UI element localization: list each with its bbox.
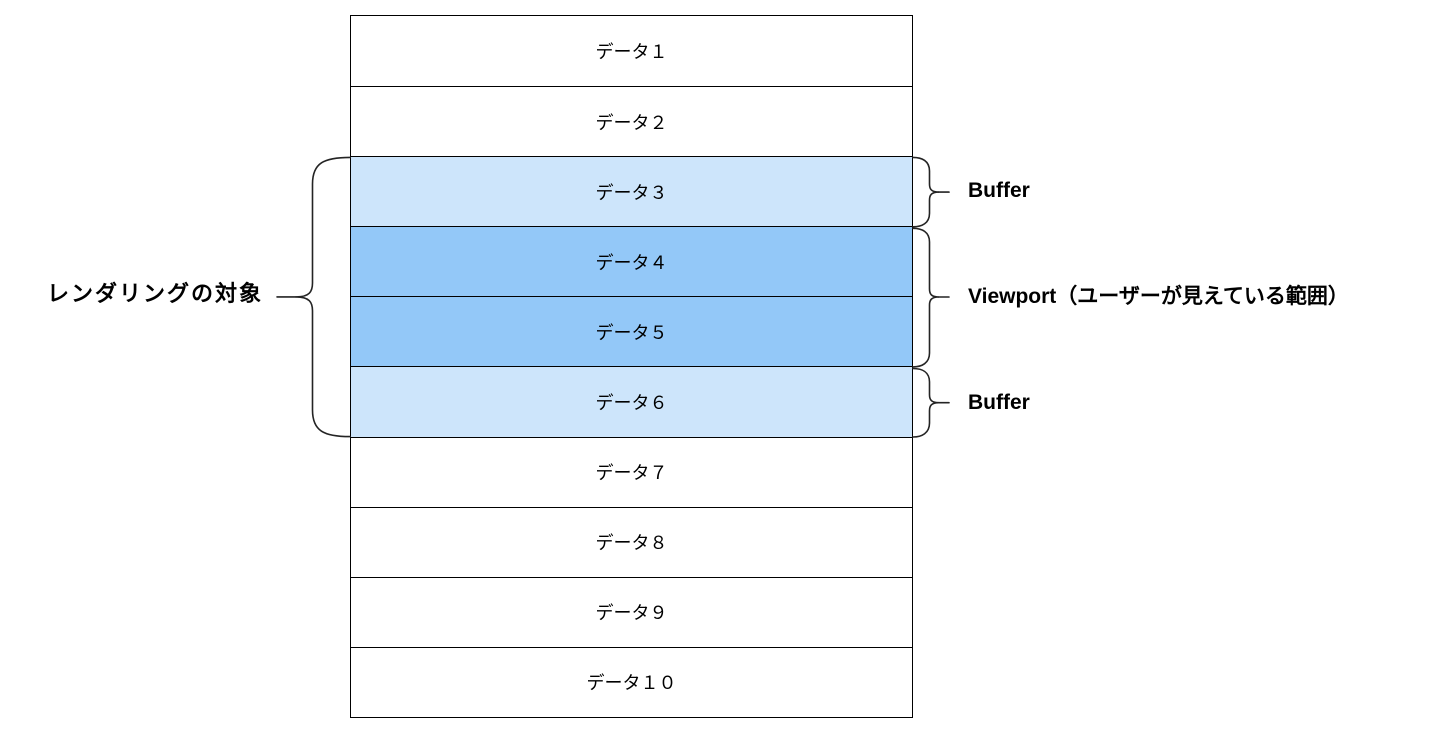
right-brace-buffer-bottom [912, 367, 940, 438]
list-item: データ９ [351, 576, 912, 647]
row-label: データ９ [595, 603, 668, 624]
row-label: データ６ [595, 393, 668, 414]
row-label: データ１ [595, 42, 668, 63]
list-item: データ６ [351, 366, 912, 437]
row-label: データ２ [595, 112, 668, 133]
list-item: データ３ [351, 156, 912, 227]
row-label: データ１０ [586, 673, 677, 694]
viewport-label: Viewport（ユーザーが見えている範囲） [968, 285, 1349, 308]
row-label: データ７ [595, 463, 668, 484]
list-item: データ４ [351, 226, 912, 297]
list-item: データ７ [351, 436, 912, 507]
list-item: データ８ [351, 506, 912, 577]
row-label: データ５ [595, 322, 668, 343]
row-label: データ８ [595, 533, 668, 554]
buffer-top-label: Buffer [968, 179, 1030, 202]
buffer-bottom-label: Buffer [968, 391, 1030, 414]
list-item: データ５ [351, 296, 912, 367]
row-label: データ３ [595, 182, 668, 203]
left-brace [295, 156, 351, 438]
rendering-target-label: レンダリングの対象 [46, 281, 263, 306]
list-item: データ２ [351, 86, 912, 157]
right-brace-buffer-top [912, 156, 940, 228]
data-list: データ１ データ２ データ３ データ４ データ５ データ６ データ７ データ８ データ９ データ１… [350, 15, 913, 718]
list-item: データ１ [351, 16, 912, 87]
right-brace-viewport [912, 227, 940, 368]
row-label: データ４ [595, 252, 668, 273]
list-item: データ１０ [351, 646, 912, 717]
